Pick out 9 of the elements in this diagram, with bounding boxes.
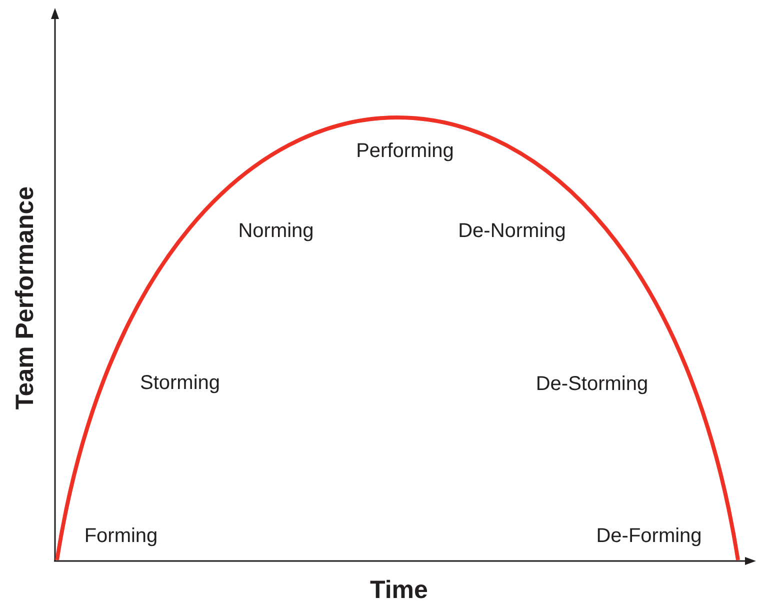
axis-title: Time (370, 576, 428, 603)
stage-label: De-Norming (458, 219, 566, 243)
stage-label: Performing (356, 139, 454, 163)
stage-label: Norming (238, 219, 314, 243)
stage-label: De-Storming (536, 372, 648, 396)
stage-label: Forming (84, 524, 158, 548)
stage-label: De-Forming (596, 524, 702, 548)
stage-label: Storming (140, 371, 220, 395)
axis-title: Team Performance (11, 186, 39, 410)
